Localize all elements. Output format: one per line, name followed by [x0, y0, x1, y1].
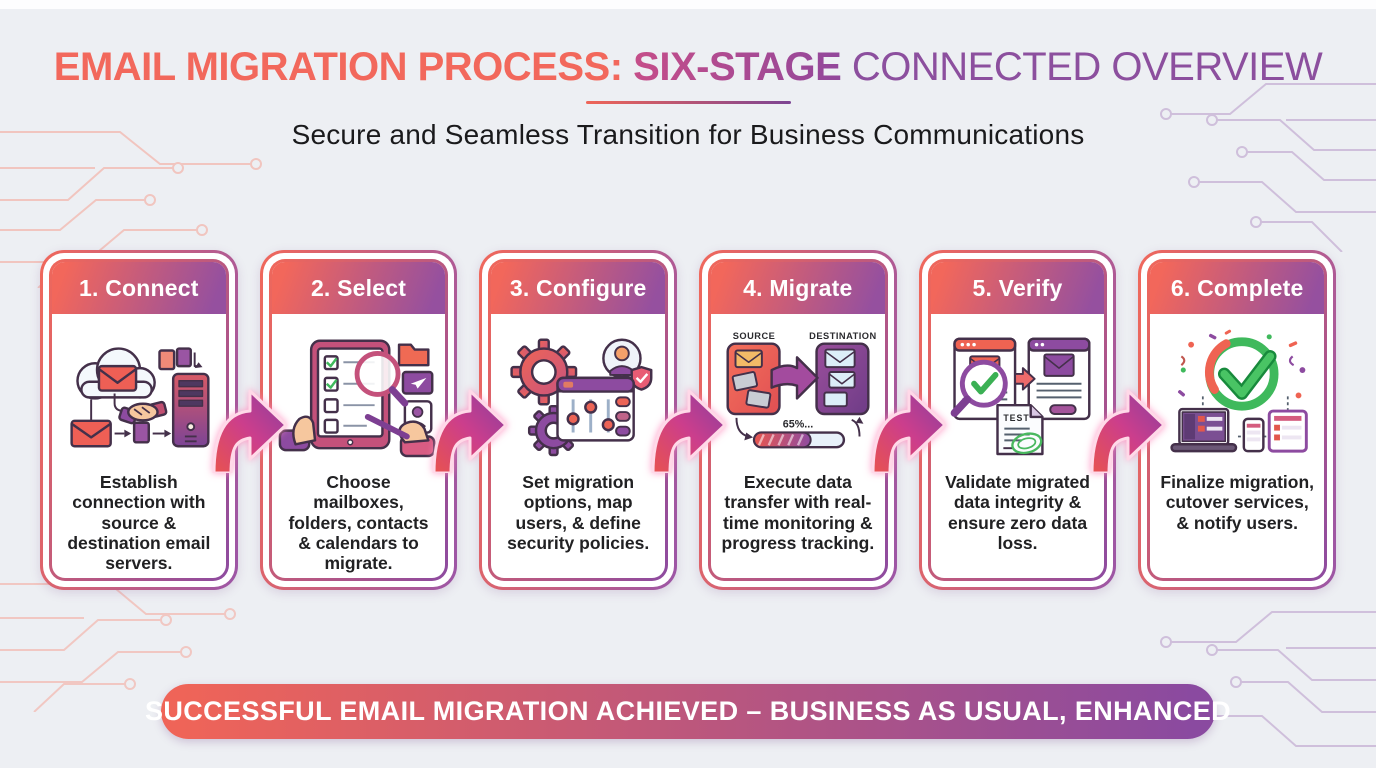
source-destination-transfer-icon: SOURCE DESTINATION: [726, 331, 876, 449]
stage-card-migrate: 4. Migrate SOURCE DESTINATION: [699, 250, 897, 590]
stage-description: Set migration options, map users, & defi…: [507, 472, 650, 553]
progress-label: 65%...: [783, 419, 813, 431]
cloud-handshake-server-icon: [70, 347, 210, 448]
stages-row: 1. Connect: [40, 250, 1337, 590]
test-doc-label: TEST: [1003, 413, 1029, 423]
stage-description: Execute data transfer with real-time mon…: [721, 472, 875, 553]
top-white-strip: [0, 0, 1376, 9]
destination-label: DESTINATION: [809, 331, 876, 341]
connector-arrow-icon: [651, 389, 727, 473]
success-check-devices-icon: [1170, 329, 1308, 453]
magnifier-check-windows-icon: TEST: [950, 337, 1091, 456]
stage-card-connect: 1. Connect: [40, 250, 238, 590]
stage-header: 4. Migrate: [711, 262, 885, 314]
stage-card-configure: 3. Configure: [479, 250, 678, 590]
stage-description: Finalize migration, cutover services, & …: [1160, 472, 1315, 533]
subtitle: Secure and Seamless Transition for Busin…: [291, 119, 1085, 150]
connector-arrow-icon: [871, 389, 947, 473]
source-label: SOURCE: [733, 331, 776, 341]
success-banner-text: SUCCESSFUL EMAIL MIGRATION ACHIEVED – BU…: [144, 696, 1232, 726]
stage-description: Establish connection with source & desti…: [67, 472, 211, 574]
header: EMAIL MIGRATION PROCESS: SIX-STAGE CONNE…: [0, 9, 1376, 151]
stage-header: 3. Configure: [491, 262, 666, 314]
success-banner: SUCCESSFUL EMAIL MIGRATION ACHIEVED – BU…: [145, 684, 1231, 739]
title-underline: [585, 101, 791, 104]
stage-description: Validate migrated data integrity & ensur…: [945, 472, 1090, 553]
stage-card-verify: 5. Verify: [918, 250, 1117, 590]
circuit-decoration-bottom-right: [1160, 611, 1376, 747]
connector-arrow-icon: [1090, 389, 1166, 473]
connector-arrow-icon: [432, 389, 508, 473]
stage-header: 5. Verify: [930, 262, 1105, 314]
stage-card-complete: 6. Complete: [1138, 250, 1337, 590]
stage-header: 6. Complete: [1150, 262, 1325, 314]
tablet-checklist-magnifier-icon: [278, 339, 435, 458]
stage-header: 2. Select: [271, 262, 446, 314]
title-segment-purple: CONNECTED OVERVIEW: [841, 45, 1323, 89]
title-segment-magenta: SIX-STAGE: [622, 45, 842, 89]
page-title: EMAIL MIGRATION PROCESS: SIX-STAGE CONNE…: [0, 9, 1376, 88]
stage-card-select: 2. Select: [259, 250, 458, 590]
title-segment-coral: EMAIL MIGRATION PROCESS:: [53, 45, 623, 89]
stage-description: Choose mailboxes, folders, contacts & ca…: [288, 472, 429, 574]
connector-arrow-icon: [212, 389, 288, 473]
gears-settings-panel-icon: [510, 338, 653, 457]
stage-header: 1. Connect: [52, 262, 226, 314]
